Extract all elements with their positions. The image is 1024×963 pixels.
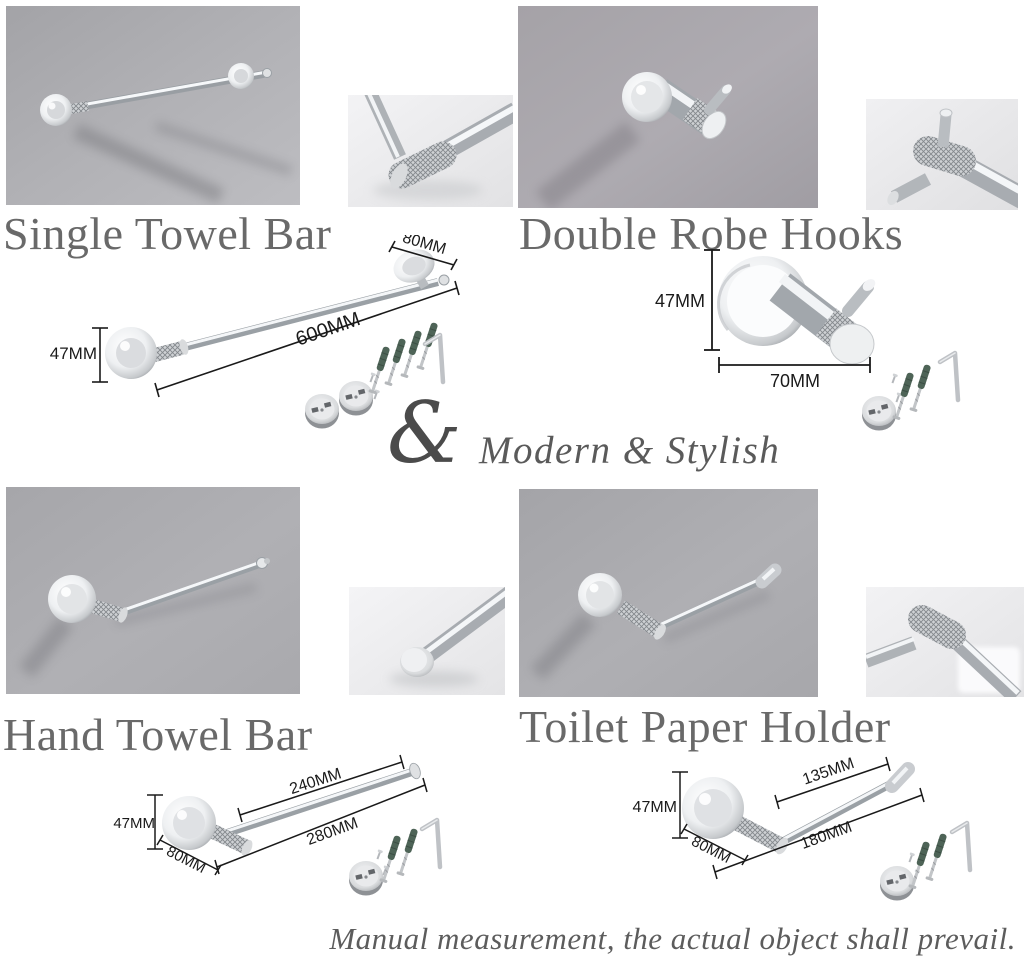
hand-towel-bar-drawing xyxy=(162,762,421,856)
dim-total-label: 180MM xyxy=(798,819,854,853)
dim-projection-label: 70MM xyxy=(770,371,820,391)
wall-plate-icon xyxy=(305,394,339,429)
wall-plate-icon xyxy=(349,861,383,896)
wall-plate-icon xyxy=(862,396,896,431)
knurled-grip xyxy=(206,823,250,854)
detail-photo-paper-holder-joint xyxy=(866,587,1024,697)
mounting-hardware xyxy=(862,353,958,431)
anchor-screw-icon xyxy=(399,329,424,379)
knurled-grip xyxy=(616,600,664,638)
hook-pin xyxy=(937,114,952,148)
dimension-lines xyxy=(704,249,871,373)
dim-total-label: 280MM xyxy=(304,815,360,849)
joint-closeup xyxy=(866,605,1022,697)
rod-end-closeup xyxy=(400,587,505,677)
hook-closeup xyxy=(887,108,1018,209)
tagline-text: Modern & Stylish xyxy=(479,429,781,472)
allen-wrench-icon xyxy=(952,823,970,870)
screw-icon xyxy=(375,849,384,860)
anchor-screw-icon xyxy=(415,321,440,371)
dimension-lines xyxy=(147,754,428,876)
robe-hook-drawing xyxy=(717,256,876,365)
diagram-toilet-paper-holder: 135MM 180MM 47MM 80MM xyxy=(633,755,990,901)
photo-background xyxy=(519,489,818,697)
dim-height-label: 47MM xyxy=(655,291,705,311)
hook-pin xyxy=(842,281,874,317)
hook-pin xyxy=(704,85,731,115)
knurled-cylinder xyxy=(388,141,457,189)
anchor-screw-icon xyxy=(924,832,949,882)
screw-icon xyxy=(907,852,916,863)
mounting-hardware xyxy=(349,820,440,896)
dim-height-label: 47MM xyxy=(113,815,155,832)
knurled-cylinder xyxy=(908,605,966,649)
robe-hook-shape xyxy=(622,72,732,140)
allen-wrench-icon xyxy=(422,820,440,867)
photo-single-towel-bar xyxy=(6,6,300,205)
photo-double-robe-hooks xyxy=(518,6,818,208)
footer-note: Manual measurement, the actual object sh… xyxy=(329,921,1016,956)
hand-towel-bar-shape xyxy=(48,557,270,623)
wall-plate-icon xyxy=(339,381,373,416)
dim-inner-label: 135MM xyxy=(801,755,857,788)
shadow xyxy=(530,589,771,681)
caption-hand-towel-bar: Hand Towel Bar xyxy=(3,709,313,760)
dimension-lines xyxy=(92,240,460,398)
towel-bar-shape xyxy=(40,63,272,126)
bar-corner-closeup xyxy=(364,95,513,189)
dimension-lines xyxy=(672,756,925,880)
detail-photo-bar-end-cap xyxy=(349,587,505,695)
ampersand-flourish: & xyxy=(387,384,462,482)
dim-height-label: 47MM xyxy=(50,344,97,363)
caption-toilet-paper-holder: Toilet Paper Holder xyxy=(519,701,891,752)
towel-bar-drawing xyxy=(105,249,450,379)
shadow xyxy=(535,121,641,208)
screw-icon xyxy=(890,373,899,384)
caption-double-robe-hooks: Double Robe Hooks xyxy=(519,208,904,259)
diagram-hand-towel-bar: 240MM 280MM 47MM 80MM xyxy=(113,754,460,896)
dim-height-label: 47MM xyxy=(633,799,677,816)
toilet-paper-holder-drawing xyxy=(682,762,915,855)
toilet-paper-holder-shape xyxy=(578,563,782,640)
knurled-grip xyxy=(728,812,784,853)
caption-single-towel-bar: Single Towel Bar xyxy=(3,208,332,259)
allen-wrench-icon xyxy=(425,335,443,382)
knurled-cylinder xyxy=(913,136,976,176)
shadow xyxy=(72,121,293,204)
wall-plate-icon xyxy=(880,866,914,901)
photo-toilet-paper-holder xyxy=(519,489,818,697)
anchor-screw-icon xyxy=(383,337,408,387)
diagram-robe-hook: 47MM 70MM xyxy=(655,249,980,431)
diagram-single-towel-bar: 80MM 600MM 47MM xyxy=(50,235,460,429)
shadow xyxy=(18,582,258,678)
photo-hand-towel-bar xyxy=(6,487,300,694)
anchor-screw-icon xyxy=(908,363,933,413)
detail-photo-towel-bar-end xyxy=(348,95,513,207)
mounting-hardware xyxy=(880,823,970,901)
wall-flange xyxy=(393,249,435,283)
anchor-screw-icon xyxy=(395,827,420,877)
detail-photo-robe-hook xyxy=(866,99,1018,210)
allen-wrench-icon xyxy=(940,353,958,400)
